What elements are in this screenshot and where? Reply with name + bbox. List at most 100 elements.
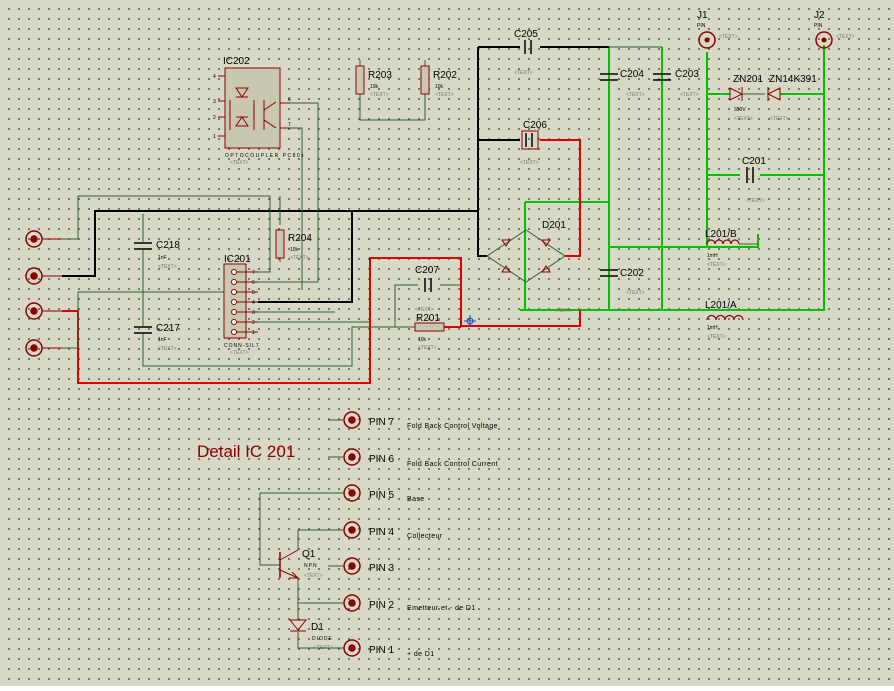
pin4-terminal-icon[interactable]: [343, 521, 361, 539]
ic202-pin-1: 1: [213, 134, 216, 140]
pin6-desc: Fold Back Control Current: [407, 461, 498, 468]
detail-title: Detail IC 201: [197, 442, 295, 461]
c205-capacitor[interactable]: C205 <TEXT>: [514, 29, 538, 76]
c217-capacitor[interactable]: C217 1nF <TEXT>: [134, 323, 180, 352]
pin4-label: PIN 4: [369, 527, 394, 538]
l201b-text: <TEXT>: [707, 262, 726, 268]
zn201-ref: ZN201: [733, 74, 763, 85]
ic201-type: CONN-SIL7: [224, 343, 260, 349]
d201-ref: D201: [542, 220, 566, 231]
c204-ref: C204: [620, 69, 644, 80]
r201-text: <TEXT>: [418, 345, 437, 351]
r203-value: 10k: [370, 84, 379, 90]
pin5-terminal-icon[interactable]: [343, 484, 361, 502]
terminal-1-icon[interactable]: [25, 230, 62, 248]
zn14k391-zener-diode[interactable]: ZN14K391 <TEXT>: [766, 74, 817, 122]
r201-ref: R201: [416, 313, 440, 324]
r203-resistor[interactable]: R203 10k <TEXT>: [355, 65, 392, 98]
pin7-desc: Fold Back Control Voltage: [407, 423, 498, 430]
crosshair-cursor-icon: [464, 315, 476, 327]
pin1-terminal-icon[interactable]: [343, 639, 361, 657]
terminal-2-icon[interactable]: [25, 267, 62, 285]
j2-text: <TEXT>: [836, 34, 855, 40]
d1-text: <TEXT>: [314, 645, 333, 651]
j2-pin[interactable]: J2 PIN <TEXT>: [814, 10, 855, 49]
ic202-pin-4: 4: [213, 74, 216, 80]
j1-pin[interactable]: J1 PIN <TEXT>: [697, 10, 738, 49]
ic201-pin-5: 5: [252, 290, 255, 296]
wires-red: [62, 139, 581, 384]
pin3-label: PIN 3: [369, 563, 394, 574]
c202-ref: C202: [620, 268, 644, 279]
c203-ref: C203: [675, 69, 699, 80]
c202-capacitor[interactable]: C202 <TEXT>: [600, 268, 645, 296]
c218-capacitor[interactable]: C218 1nF <TEXT>: [134, 240, 180, 270]
ic201-pin-1: 1: [252, 330, 255, 336]
detail-pin-labels: PIN 7 PIN 6 PIN 5 PIN 4 PIN 3 PIN 2 PIN …: [369, 417, 498, 658]
c204-capacitor[interactable]: C204 <TEXT>: [600, 69, 645, 98]
ic202-type: OPTOCOUPLER PC80x: [225, 153, 305, 159]
pin6-label: PIN 6: [369, 454, 394, 465]
zn201-zener-diode[interactable]: ZN201 350V <TEXT>: [729, 74, 765, 122]
terminal-4-icon[interactable]: [25, 339, 62, 357]
terminal-3-icon[interactable]: [25, 302, 62, 320]
wires-black: [62, 46, 609, 303]
c201-capacitor[interactable]: C201 <TEXT>: [742, 156, 766, 204]
ic202-pin-2: 2: [213, 115, 216, 121]
r201-resistor[interactable]: R201 10k <TEXT>: [414, 313, 445, 351]
c217-ref: C217: [156, 323, 180, 334]
ic201-pin-2: 2: [252, 320, 255, 326]
d1-ref: D1: [311, 622, 324, 633]
pin7-terminal-icon[interactable]: [343, 411, 361, 429]
c206-capacitor[interactable]: C206 <TEXT>: [520, 120, 547, 166]
c203-capacitor[interactable]: C203 <TEXT>: [653, 69, 699, 98]
r204-text: <TEXT>: [290, 255, 309, 261]
c205-text: <TEXT>: [514, 70, 533, 76]
d201-bridge-rectifier[interactable]: D201 <TEXT>: [486, 220, 573, 314]
c207-capacitor[interactable]: C207 <TEXT>: [415, 265, 439, 313]
ic201-pin-4: 4: [252, 300, 255, 306]
r202-text: <TEXT>: [435, 92, 454, 98]
j1-type: PIN: [697, 23, 706, 29]
pin3-terminal-icon[interactable]: [343, 557, 361, 575]
l201a-inductor[interactable]: L201/A 1mH <TEXT>: [705, 300, 744, 340]
j2-ref: J2: [814, 10, 825, 21]
ic202-pin-3: 3: [213, 99, 216, 105]
c204-text: <TEXT>: [626, 92, 645, 98]
l201a-value: 1mH: [707, 325, 718, 331]
zn14k391-ref: ZN14K391: [769, 74, 817, 85]
ic202-pin-6: 6: [288, 97, 291, 103]
j2-type: PIN: [814, 23, 823, 29]
input-terminals[interactable]: [25, 230, 62, 357]
d1-diode[interactable]: D1 DIODE <TEXT>: [288, 619, 333, 651]
pin5-desc: Base: [407, 496, 425, 503]
c201-text: <TEXT>: [746, 198, 765, 204]
r204-resistor[interactable]: R204 10k <TEXT>: [275, 229, 312, 261]
l201b-value: 1mH: [707, 253, 718, 259]
j1-ref: J1: [697, 10, 708, 21]
q1-transistor[interactable]: Q1 NPN <TEXT>: [279, 549, 323, 579]
pin5-label: PIN 5: [369, 490, 394, 501]
c217-value: 1nF: [158, 337, 167, 343]
ic202-optocoupler[interactable]: IC202 4 3 2 1 6 7 OPTOCOUPLER PC80x <TEX…: [213, 56, 305, 166]
ic202-pin-7: 7: [288, 122, 291, 128]
pin6-terminal-icon[interactable]: [343, 448, 361, 466]
c207-ref: C207: [415, 265, 439, 276]
l201b-ref: L201/B: [705, 229, 737, 240]
pin2-label: PIN 2: [369, 600, 394, 611]
r202-resistor[interactable]: R202 10k <TEXT>: [420, 65, 457, 98]
d201-text: <TEXT>: [554, 308, 573, 314]
j1-text: <TEXT>: [719, 34, 738, 40]
ic201-connector[interactable]: IC201 7 6 5 4 3 2 1 CONN-SIL7 <TEXT>: [223, 254, 260, 356]
ic201-pin-3: 3: [252, 310, 255, 316]
wires-green: [520, 45, 825, 311]
c201-ref: C201: [742, 156, 766, 167]
pin2-terminal-icon[interactable]: [343, 594, 361, 612]
l201b-inductor[interactable]: L201/B 1mH <TEXT>: [705, 229, 758, 268]
r203-ref: R203: [368, 70, 392, 81]
pin1-label: PIN 1: [369, 645, 394, 656]
q1-type: NPN: [304, 563, 318, 569]
l201a-ref: L201/A: [705, 300, 737, 311]
